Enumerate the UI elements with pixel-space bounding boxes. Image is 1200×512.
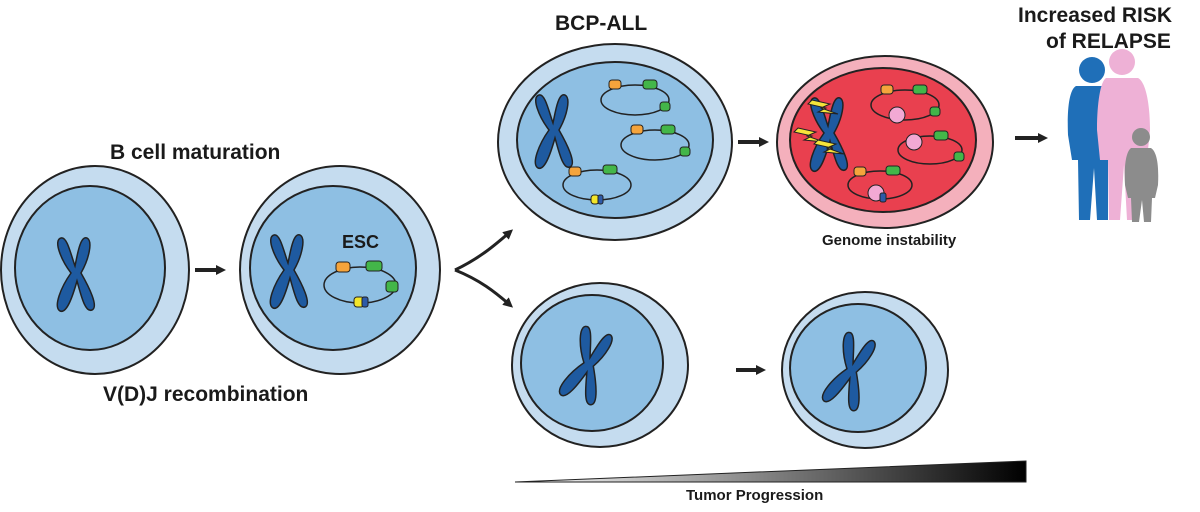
label-bcp-all: BCP-ALL <box>555 12 648 35</box>
label-of-relapse: of RELAPSE <box>1046 30 1171 53</box>
esc-circle-icon <box>620 124 691 161</box>
split-arrows <box>454 229 514 308</box>
esc-circle-icon <box>870 84 941 124</box>
cell-nucleus <box>249 185 417 351</box>
label-esc: ESC <box>342 232 380 252</box>
b-cell-1 <box>0 165 190 375</box>
esc-circle-icon <box>323 260 399 308</box>
esc-circle-icon <box>897 130 965 165</box>
cell-nucleus <box>14 185 166 351</box>
esc-circle-icon <box>562 164 632 205</box>
b-cell-lower-1 <box>511 282 689 448</box>
child-person-icon <box>1124 128 1159 222</box>
label-tumor-progression: Tumor Progression <box>686 487 824 504</box>
label-b-cell-maturation: B cell maturation <box>110 141 281 164</box>
label-increased-risk: Increased RISK <box>1018 4 1173 27</box>
label-vdj-recombination: V(D)J recombination <box>103 383 309 406</box>
lightning-icon <box>807 99 839 115</box>
chromosome-icon <box>56 237 96 312</box>
b-cell-2-esc <box>239 165 441 375</box>
esc-circle-icon <box>600 79 671 116</box>
chromosome-icon <box>821 331 876 412</box>
lightning-icon <box>813 139 845 155</box>
bcp-all-cell <box>497 43 733 241</box>
people-icon <box>1067 49 1159 222</box>
tumor-progression-gradient <box>514 460 1027 483</box>
damage-protein-icon <box>888 106 906 124</box>
chromosome-icon <box>269 234 309 309</box>
chromosome-icon <box>558 325 613 406</box>
damage-protein-icon <box>905 133 923 151</box>
genome-instability-cell <box>776 55 994 229</box>
esc-circle-icon <box>847 165 913 203</box>
label-genome-instability: Genome instability <box>822 232 957 249</box>
lightning-icon <box>793 127 825 143</box>
b-cell-lower-2 <box>781 291 949 449</box>
